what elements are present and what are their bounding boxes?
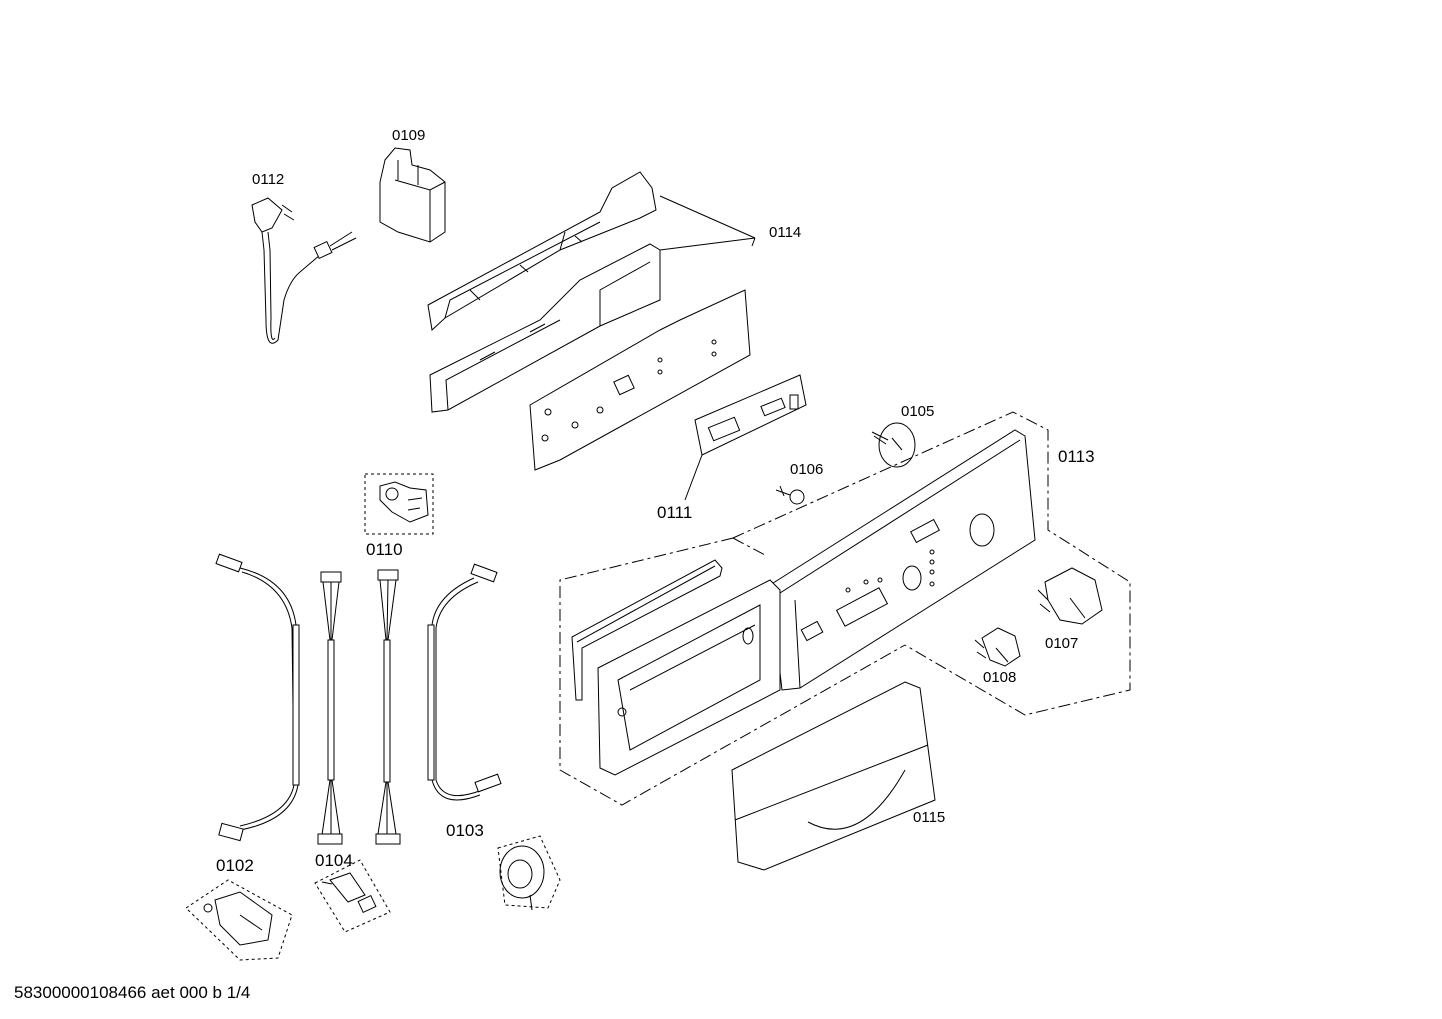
part-sensor bbox=[314, 859, 391, 933]
part-door-lock bbox=[185, 879, 293, 961]
part-pressure-switch bbox=[497, 835, 561, 911]
part-0105-knob bbox=[871, 422, 916, 468]
part-0107-knob bbox=[1037, 567, 1103, 625]
label-0105: 0105 bbox=[901, 403, 934, 420]
label-0114: 0114 bbox=[769, 224, 801, 241]
part-pcb-board bbox=[529, 289, 751, 471]
label-0104: 0104 bbox=[315, 851, 353, 870]
label-0115: 0115 bbox=[913, 809, 945, 826]
label-0113: 0113 bbox=[1058, 447, 1095, 466]
part-0102-harness bbox=[215, 553, 300, 842]
label-0112: 0112 bbox=[252, 171, 284, 188]
part-0111-display-panel bbox=[684, 374, 807, 501]
document-footer-id: 58300000108466 aet 000 b 1/4 bbox=[14, 983, 250, 1002]
part-0114-control-module bbox=[427, 171, 756, 413]
part-0110-valve bbox=[364, 473, 434, 535]
part-harness-b bbox=[375, 569, 401, 845]
label-0108: 0108 bbox=[983, 669, 1016, 686]
part-0108-knob bbox=[974, 627, 1021, 667]
part-0113-fascia-group bbox=[559, 411, 1131, 806]
label-0110: 0110 bbox=[366, 540, 403, 559]
part-0106-shaft bbox=[775, 485, 805, 505]
label-0102: 0102 bbox=[216, 856, 254, 875]
label-0106: 0106 bbox=[790, 461, 823, 478]
label-0109: 0109 bbox=[392, 127, 425, 144]
part-0103-harness bbox=[427, 563, 502, 801]
part-0115-drawer-front bbox=[731, 681, 936, 871]
label-0111: 0111 bbox=[657, 503, 692, 522]
part-0104-harness-a bbox=[317, 571, 343, 845]
label-0107: 0107 bbox=[1045, 635, 1078, 652]
part-0109-suppressor bbox=[379, 147, 446, 243]
part-0112-power-cord bbox=[251, 197, 357, 344]
label-0103: 0103 bbox=[446, 821, 484, 840]
